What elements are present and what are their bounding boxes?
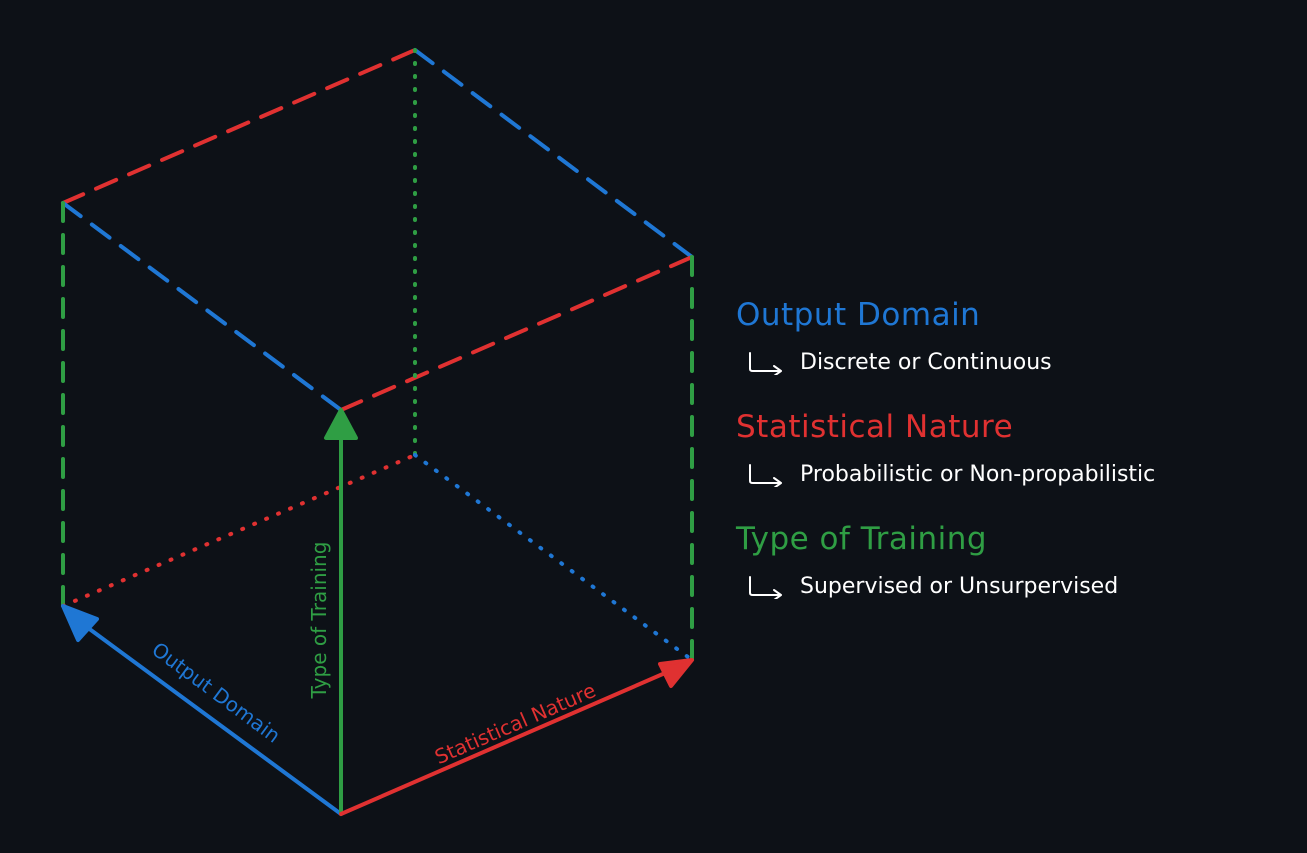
legend: Output Domain Discrete or Continuous Sta… <box>736 292 1296 628</box>
legend-sub-statistical-nature: Probabilistic or Non-propabilistic <box>746 458 1296 492</box>
legend-item-type-of-training: Type of Training Supervised or Unsurperv… <box>736 516 1296 604</box>
legend-description-statistical-nature: Probabilistic or Non-propabilistic <box>800 462 1156 487</box>
cube-edge-top-front-left <box>61 201 343 412</box>
axis-label-output-domain: Output Domain <box>147 637 285 748</box>
return-arrow-icon <box>749 352 782 375</box>
legend-item-statistical-nature: Statistical Nature Probabilistic or Non-… <box>736 404 1296 492</box>
legend-title-type-of-training: Type of Training <box>736 521 988 557</box>
legend-sub-output-domain: Discrete or Continuous <box>746 346 1296 380</box>
legend-description-output-domain: Discrete or Continuous <box>800 350 1052 375</box>
return-arrow-icon <box>749 576 782 599</box>
axis-output-domain-line <box>78 620 343 816</box>
return-arrow-icon <box>749 464 782 487</box>
cube-edge-top-front-right <box>339 255 694 412</box>
axis-type-of-training-arrowhead <box>324 408 358 440</box>
cube-edge-top-back-left <box>61 48 417 205</box>
legend-title-statistical-nature: Statistical Nature <box>736 409 1014 445</box>
legend-description-type-of-training: Supervised or Unsurpervised <box>800 574 1119 599</box>
legend-item-output-domain: Output Domain Discrete or Continuous <box>736 292 1296 380</box>
cube-hidden-edge-left <box>61 453 417 608</box>
axis-label-type-of-training: Type of Training <box>307 542 331 700</box>
axis-output-domain-arrowhead <box>61 604 99 642</box>
cube-edge-top-back-right <box>413 48 694 259</box>
cube-hidden-edge-right <box>413 453 694 662</box>
axis-statistical-nature-line <box>339 668 674 816</box>
legend-sub-type-of-training: Supervised or Unsurpervised <box>746 570 1296 604</box>
axis-statistical-nature-arrowhead <box>658 658 694 688</box>
axis-label-statistical-nature: Statistical Nature <box>431 678 599 769</box>
legend-title-output-domain: Output Domain <box>736 297 981 333</box>
